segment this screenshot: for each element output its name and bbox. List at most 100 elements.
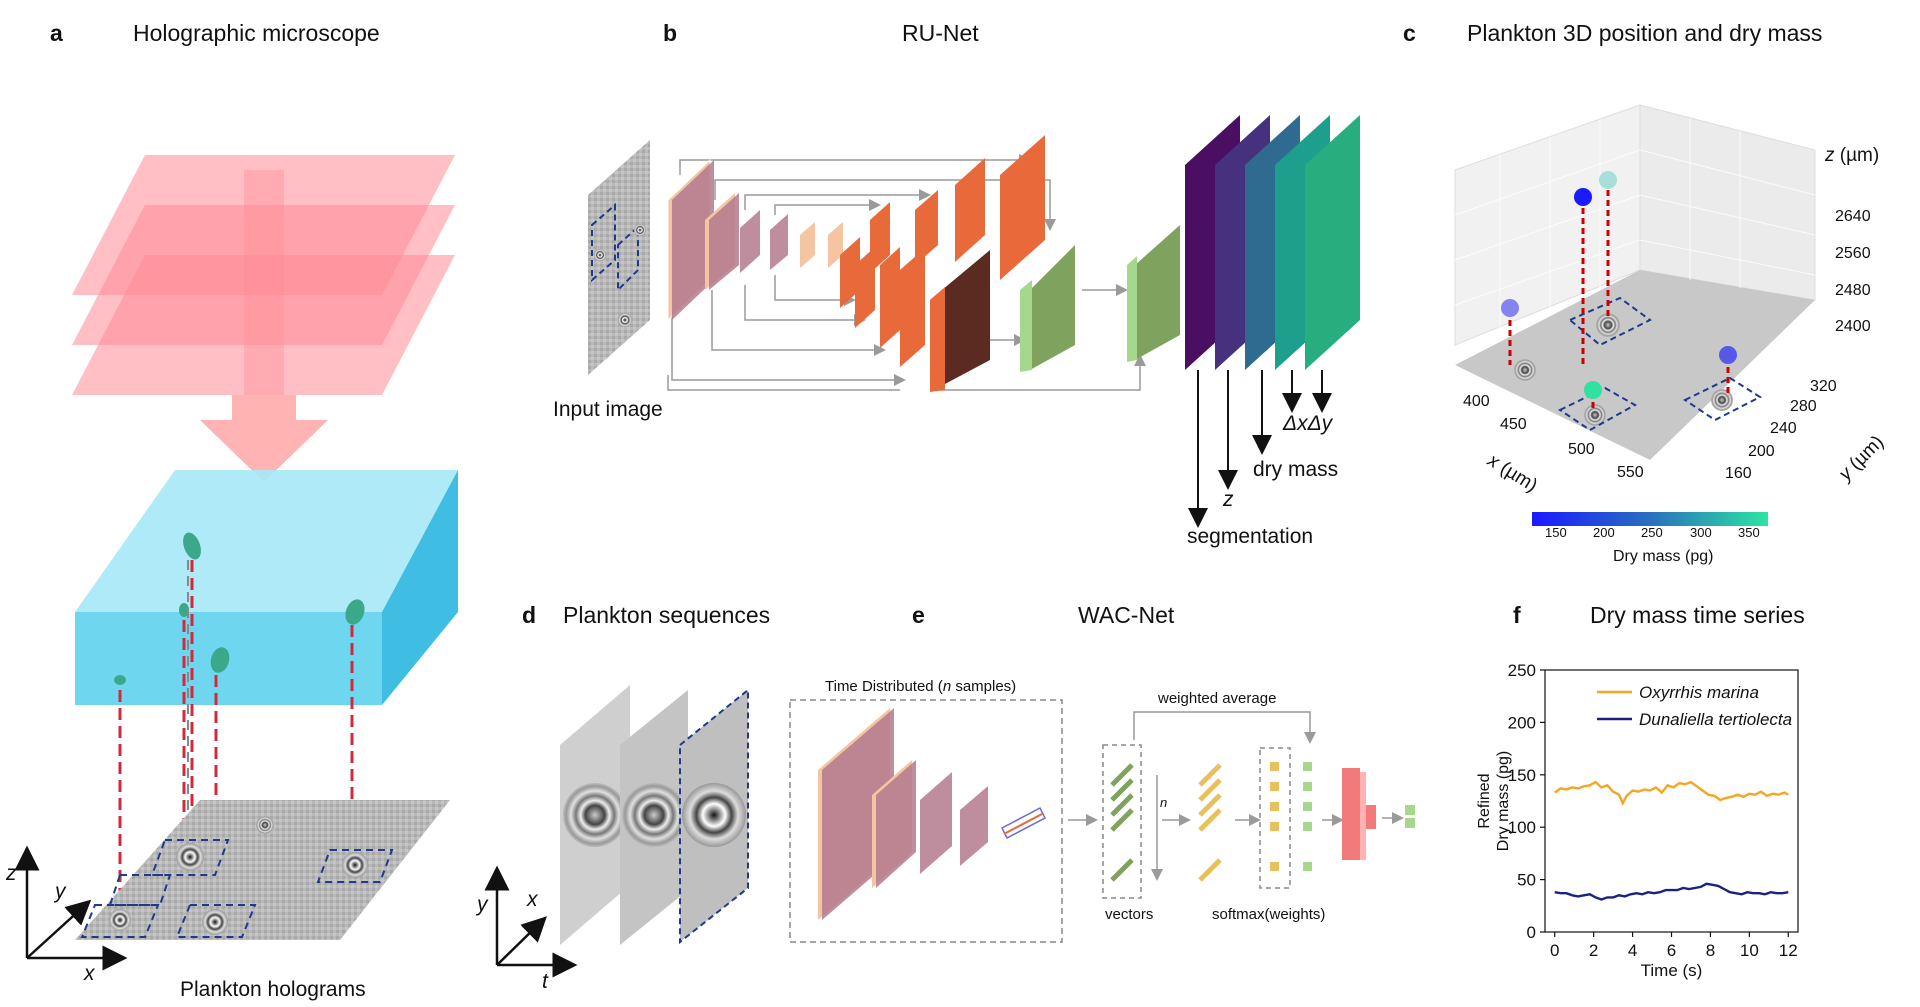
input-image-label: Input image	[553, 398, 663, 421]
x-tick-label: 4	[1628, 941, 1637, 960]
panel-title-d: Plankton sequences	[563, 602, 771, 628]
axis-label-y: y	[55, 880, 66, 903]
hologram	[634, 224, 646, 236]
c-y-tick: 280	[1790, 398, 1817, 415]
legend-entry: Dunaliella tertiolecta	[1639, 710, 1792, 729]
plankton-marker	[1584, 381, 1602, 399]
n-label: n	[1160, 795, 1168, 810]
colorbar-tick: 150	[1545, 525, 1567, 540]
c-z-tick: 2400	[1835, 318, 1871, 335]
panel-title-a: Holographic microscope	[133, 20, 380, 46]
y-tick-label: 250	[1508, 661, 1536, 680]
panel-letter-c: c	[1403, 20, 1416, 46]
water-box-side	[382, 470, 458, 705]
floor-plane	[1455, 270, 1815, 460]
floor-hologram	[1584, 404, 1606, 426]
hologram	[176, 843, 204, 871]
plankton-cell	[114, 675, 126, 685]
hologram	[618, 313, 632, 327]
c-x-tick: 450	[1500, 416, 1527, 433]
time-distributed-box	[789, 699, 1063, 943]
colorbar-tick: 250	[1641, 525, 1663, 540]
c-z-tick: 2640	[1835, 208, 1871, 225]
plankton-marker	[1719, 346, 1737, 364]
plankton-marker	[1574, 188, 1592, 206]
output-label-z: z	[1223, 488, 1234, 511]
y-tick-label: 50	[1517, 871, 1536, 890]
c-y-tick: 160	[1725, 465, 1752, 482]
x-tick-label: 0	[1550, 941, 1559, 960]
x-tick-label: 12	[1779, 941, 1798, 960]
panel-e-wacnet	[789, 699, 1415, 943]
hologram	[109, 909, 131, 931]
floor-hologram	[1711, 389, 1733, 411]
y-axis-label-line: Dry mass (pg)	[1495, 751, 1512, 851]
legend-entry: Oxyrrhis marina	[1639, 683, 1759, 702]
c-z-tick: 2480	[1835, 282, 1871, 299]
c-z-axis-label: z (µm)	[1825, 145, 1880, 166]
output-maps	[1185, 115, 1360, 370]
colorbar-label: Dry mass (pg)	[1613, 548, 1714, 565]
plankton-cell	[345, 599, 365, 625]
output-arrows	[1188, 370, 1332, 528]
panel-letter-e: e	[912, 602, 925, 628]
c-x-tick: 550	[1617, 464, 1644, 481]
output-label-dry-mass: dry mass	[1253, 458, 1339, 481]
panel-letter-a: a	[50, 20, 63, 46]
big-down-arrow	[200, 395, 328, 482]
hologram	[256, 816, 274, 834]
back-wall-right	[1639, 104, 1816, 301]
plankton-marker	[1599, 171, 1617, 189]
vectors-box	[1102, 744, 1142, 899]
panel-title-c: Plankton 3D position and dry mass	[1467, 20, 1823, 46]
y-tick-label: 150	[1508, 766, 1536, 785]
floor-hologram	[1596, 313, 1620, 337]
weighted-average-label: weighted average	[1158, 690, 1277, 707]
vectors-label: vectors	[1105, 906, 1154, 923]
x-axis-label: Time (s)	[1641, 961, 1703, 980]
panel-title-b: RU-Net	[902, 20, 979, 46]
axis-triad-d	[484, 865, 578, 978]
hologram-boxes	[80, 839, 394, 938]
panel-letter-b: b	[663, 20, 678, 46]
c-z-tick: 2560	[1835, 245, 1871, 262]
caption-plankton-holograms: Plankton holograms	[180, 978, 366, 1001]
panel-a-holographic-microscope	[14, 155, 458, 971]
c-x-tick: 400	[1463, 393, 1490, 410]
hologram	[594, 249, 606, 261]
plankton-cell	[179, 603, 189, 617]
panel-letter-f: f	[1513, 602, 1521, 628]
series-line	[1554, 780, 1789, 806]
c-y-tick: 320	[1810, 378, 1837, 395]
x-tick-label: 2	[1589, 941, 1598, 960]
series-line	[1554, 882, 1789, 901]
plankton-cell	[183, 532, 201, 560]
colorbar-tick: 200	[1593, 525, 1615, 540]
c-y-tick: 240	[1770, 420, 1797, 437]
panel-d-sequences	[484, 685, 749, 978]
output-label-dxdy: ΔxΔy	[1283, 412, 1333, 435]
plankton-marker	[1501, 299, 1519, 317]
axis-label-x: x	[527, 888, 538, 911]
panel-title-e: WAC-Net	[1078, 602, 1175, 628]
axis-label-t: t	[542, 970, 548, 993]
light-plane-3	[72, 255, 455, 395]
c-x-tick: 500	[1568, 441, 1595, 458]
softmax-label: softmax(weights)	[1212, 906, 1326, 923]
y-tick-label: 100	[1508, 818, 1536, 837]
axis-label-z: z	[6, 862, 17, 885]
floor-hologram	[1514, 359, 1536, 381]
c-y-tick: 200	[1748, 443, 1775, 460]
x-tick-label: 8	[1706, 941, 1715, 960]
dense-block	[1342, 768, 1360, 860]
axis-label-y: y	[477, 893, 488, 916]
colorbar-tick: 300	[1690, 525, 1712, 540]
water-box-top	[75, 470, 458, 612]
y-tick-label: 200	[1508, 713, 1536, 732]
output-label-segmentation: segmentation	[1187, 525, 1314, 548]
panel-letter-d: d	[522, 602, 537, 628]
axis-label-x: x	[84, 962, 95, 985]
